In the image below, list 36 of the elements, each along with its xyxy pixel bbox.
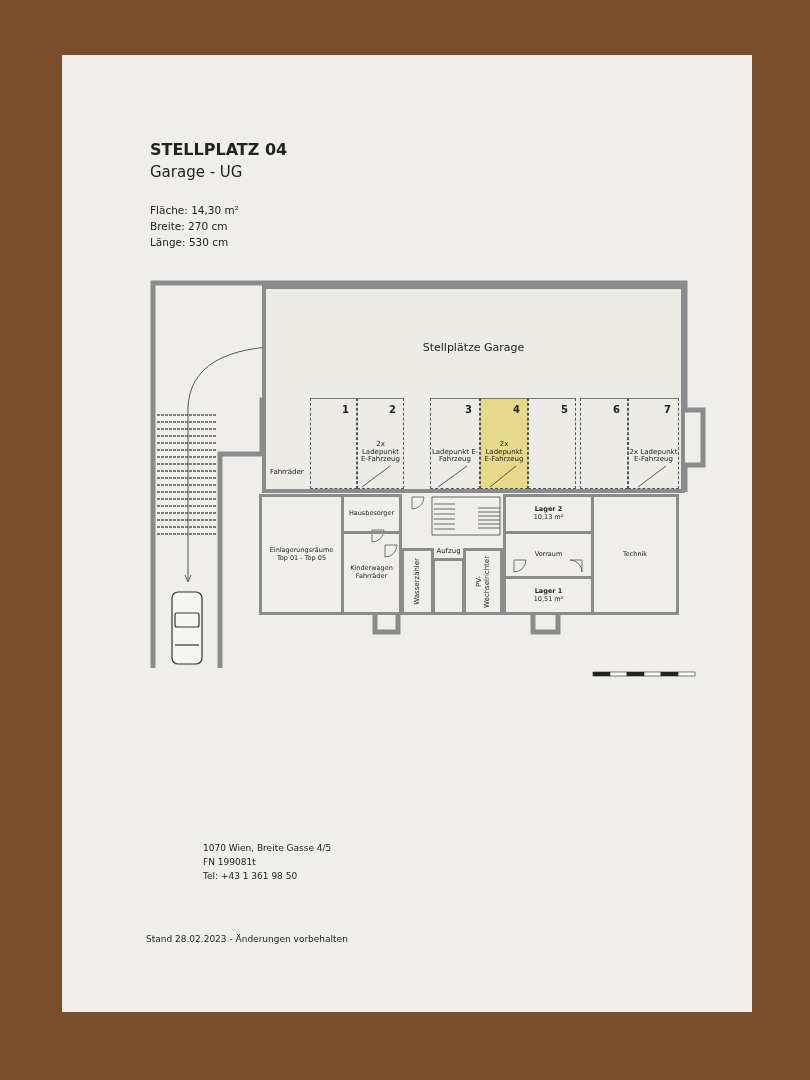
room [503, 576, 594, 615]
parking-space [480, 398, 528, 489]
width-spec: Breite: 270 cm [150, 220, 228, 232]
room [503, 494, 594, 534]
parking-space [628, 398, 679, 489]
date-note: Stand 28.02.2023 - Änderungen vorbehalten [146, 934, 348, 944]
parking-space [310, 398, 357, 489]
register-number: FN 199081t [203, 857, 256, 867]
leader-line [437, 465, 468, 488]
leader-line [489, 465, 517, 488]
phone-number: Tel: +43 1 361 98 50 [203, 871, 298, 881]
leader-line [637, 465, 667, 488]
room [341, 531, 402, 615]
space-number: 7 [664, 404, 671, 416]
space-number: 2 [389, 404, 396, 416]
room [259, 494, 344, 615]
address-text: 1070 Wien, Breite Gasse 4/5 [203, 843, 332, 853]
garage-area [262, 285, 685, 493]
leader-line [361, 465, 391, 488]
room [401, 548, 434, 615]
space-number: 6 [613, 404, 620, 416]
parking-space [528, 398, 576, 489]
area-label: Stellplätze Garage [422, 341, 525, 355]
room [463, 548, 503, 615]
space-number: 1 [342, 404, 349, 416]
title: STELLPLATZ 04 [150, 140, 288, 159]
room [591, 494, 679, 615]
area-spec: Fläche: 14,30 m² [150, 204, 239, 216]
subtitle: Garage - UG [150, 163, 243, 181]
space-number: 3 [465, 404, 472, 416]
space-number: 4 [513, 404, 520, 416]
space-number: 5 [561, 404, 568, 416]
room [341, 494, 402, 534]
length-spec: Länge: 530 cm [150, 236, 229, 248]
parking-space [580, 398, 628, 489]
parking-space [357, 398, 404, 489]
